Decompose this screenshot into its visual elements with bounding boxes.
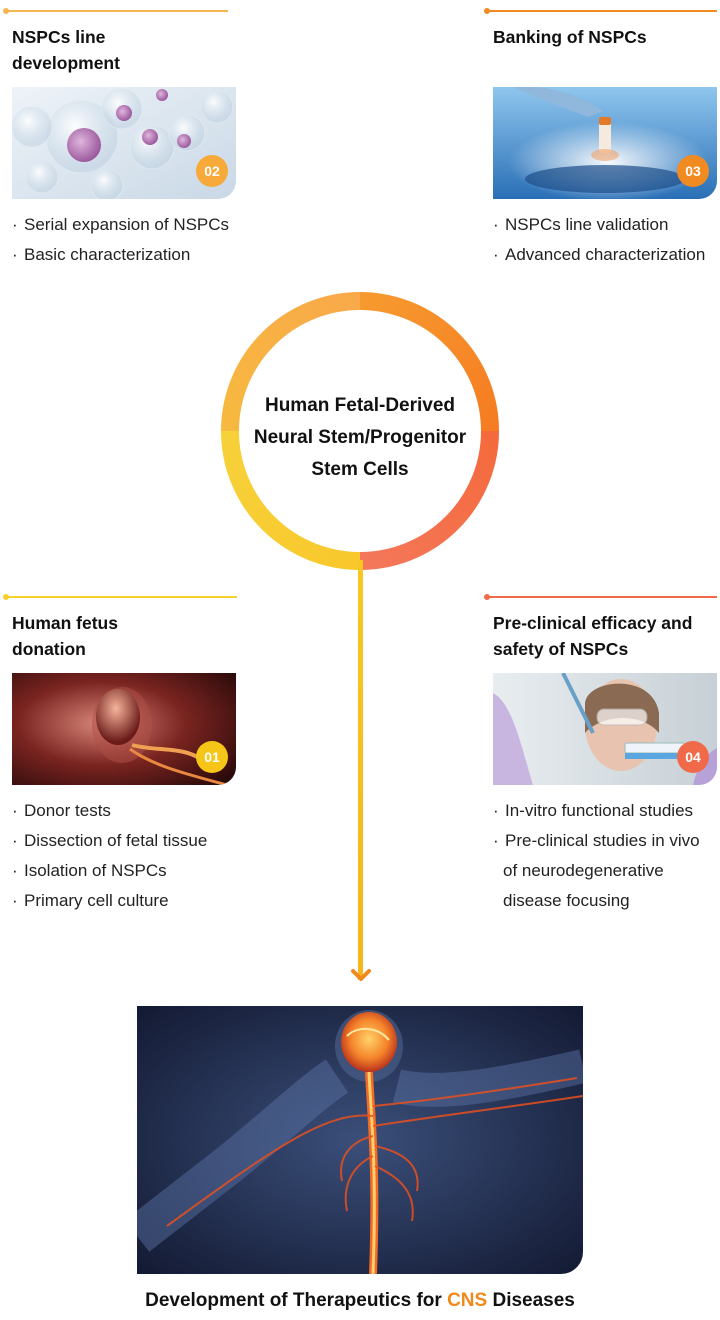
step-number-badge: 04: [677, 741, 709, 773]
step-title: Human fetus donation: [12, 613, 118, 659]
ring-segment-01: [221, 430, 361, 570]
step-number-badge: 03: [677, 155, 709, 187]
step-number-badge: 01: [196, 741, 228, 773]
step-title: Pre-clinical efficacy and safety of NSPC…: [493, 613, 693, 659]
bottom-caption: Development of Therapeutics for CNS Dise…: [145, 1290, 575, 1311]
step-title: Banking of NSPCs: [493, 27, 647, 47]
center-cycle-ring: [221, 292, 499, 570]
cells-photo: 02: [12, 87, 236, 199]
list-item: ·Pre-clinical studies in vivo: [493, 831, 700, 850]
center-title: Human Fetal-Derived Neural Stem/Progenit…: [253, 395, 467, 480]
fetus-photo: 01: [12, 673, 236, 785]
step-bullet-list: ·Donor tests ·Dissection of fetal tissue…: [12, 796, 242, 916]
list-item: ·Isolation of NSPCs: [12, 861, 167, 880]
nervous-system-illustration: [137, 1006, 583, 1274]
cryo-bank-photo: 03: [493, 87, 717, 199]
list-item: disease focusing: [503, 891, 630, 910]
ring-segment-03: [359, 292, 499, 432]
card-divider: [3, 8, 228, 14]
list-item: ·Donor tests: [12, 801, 111, 820]
card-divider: [3, 594, 237, 600]
list-item: ·In-vitro functional studies: [493, 801, 694, 820]
down-arrow-icon: [351, 560, 371, 981]
ring-segment-04: [359, 430, 499, 570]
lab-research-photo: 04: [493, 673, 717, 785]
list-item: ·Primary cell culture: [12, 891, 169, 910]
step-title: NSPCs line development: [12, 27, 120, 73]
list-item: ·Serial expansion of NSPCs: [12, 215, 230, 234]
cns-highlight: CNS: [447, 1290, 488, 1311]
list-item: of neurodegenerative: [503, 861, 664, 880]
step-bullet-list: ·Serial expansion of NSPCs ·Basic charac…: [12, 210, 242, 270]
step-number-badge: 02: [196, 155, 228, 187]
list-item: ·Basic characterization: [12, 245, 191, 264]
list-item: ·Advanced characterization: [493, 245, 706, 264]
list-item: ·Dissection of fetal tissue: [12, 831, 208, 850]
step-bullet-list: ·In-vitro functional studies ·Pre-clinic…: [493, 796, 720, 916]
ring-segment-02: [221, 292, 361, 432]
list-item: ·NSPCs line validation: [493, 215, 669, 234]
card-divider: [484, 8, 717, 14]
card-divider: [484, 594, 717, 600]
step-bullet-list: ·NSPCs line validation ·Advanced charact…: [493, 210, 720, 270]
